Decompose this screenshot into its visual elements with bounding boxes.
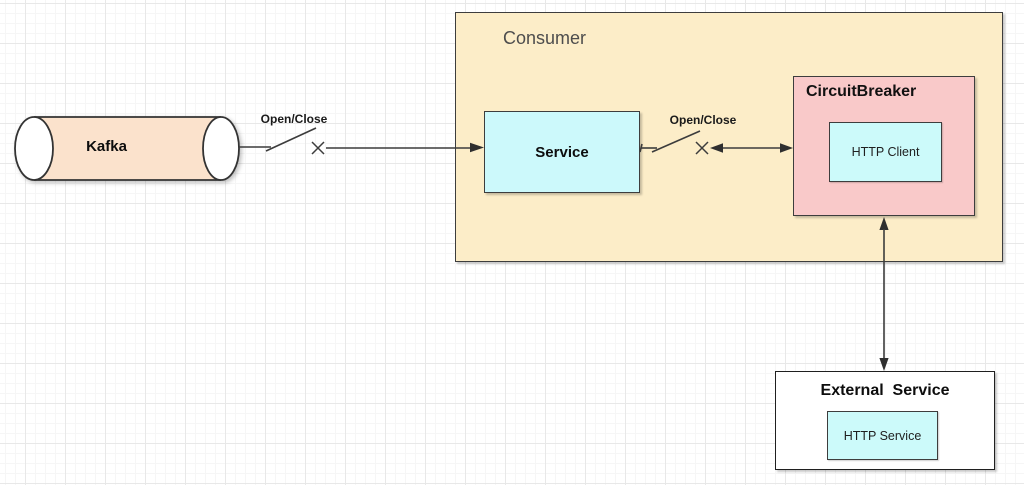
external-service-label: External Service bbox=[820, 382, 950, 399]
http-client-node: HTTP Client bbox=[829, 122, 942, 182]
switch-blade-icon bbox=[265, 127, 317, 152]
consumer-label: Consumer bbox=[503, 28, 587, 48]
circuit-breaker-label: CircuitBreaker bbox=[806, 83, 917, 100]
open-close-label-2: Open/Close bbox=[669, 113, 737, 127]
kafka-label: Kafka bbox=[86, 138, 127, 155]
open-close-label-1: Open/Close bbox=[260, 112, 328, 126]
break-x-icon bbox=[311, 141, 325, 155]
edge-kafka-to-service bbox=[239, 127, 484, 155]
service-node: Service bbox=[484, 111, 640, 193]
http-service-node: HTTP Service bbox=[827, 411, 938, 460]
circuit-breaker-node: CircuitBreaker bbox=[793, 76, 975, 216]
arrowhead-down-icon bbox=[879, 358, 889, 371]
